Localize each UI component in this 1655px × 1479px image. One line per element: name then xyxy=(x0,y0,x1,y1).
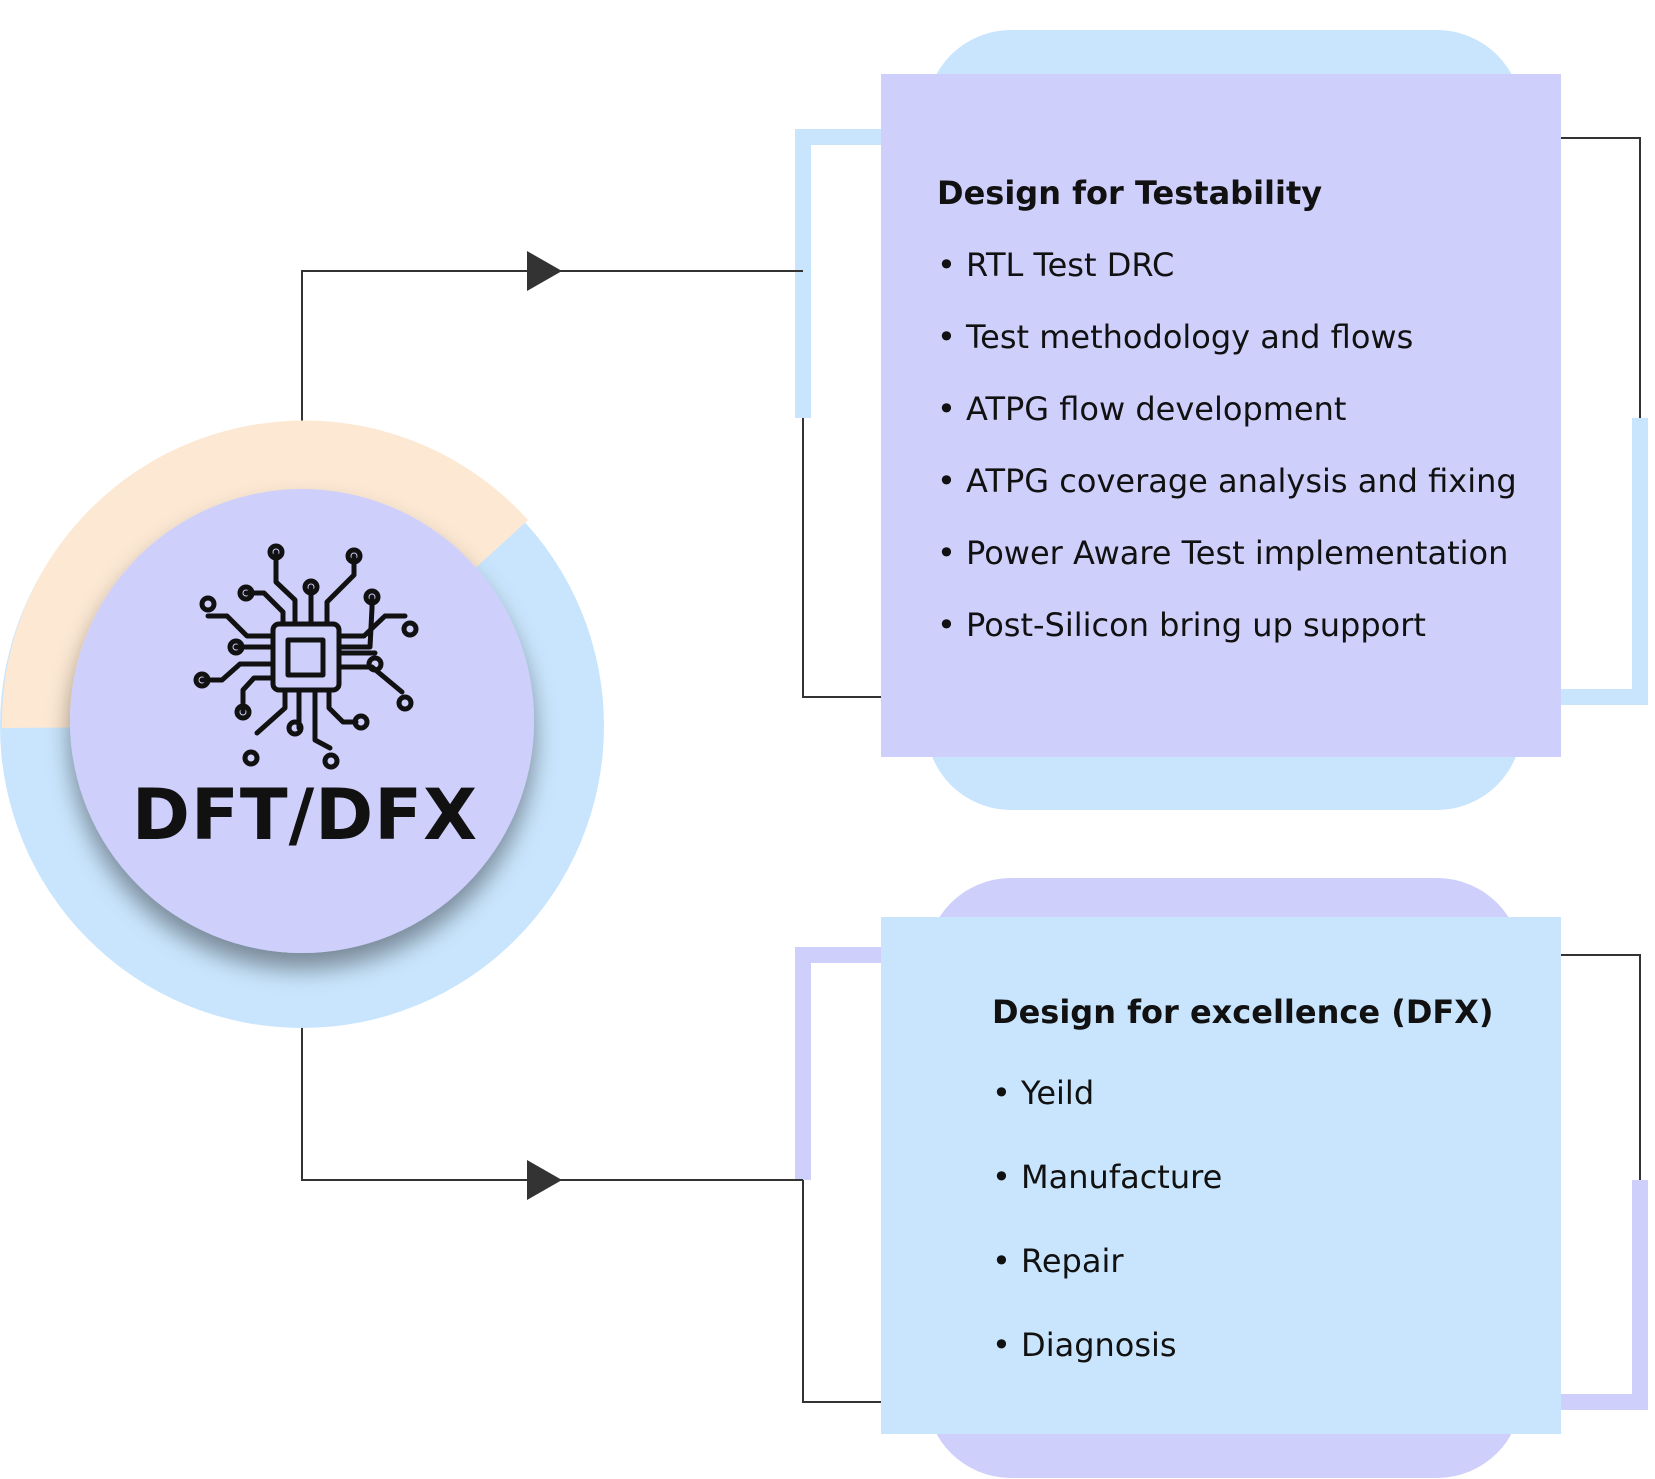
list-item: ATPG coverage analysis and fixing xyxy=(937,462,1517,534)
testability-panel: Design for Testability RTL Test DRC Test… xyxy=(881,74,1561,757)
list-item: RTL Test DRC xyxy=(937,246,1517,318)
top-right-bracket-accent xyxy=(1561,418,1648,705)
list-item: Manufacture xyxy=(992,1158,1222,1242)
top-right-bracket-line xyxy=(1561,137,1641,418)
testability-title: Design for Testability xyxy=(937,174,1323,212)
top-connector xyxy=(301,270,803,425)
list-item: Post-Silicon bring up support xyxy=(937,606,1517,678)
top-arrow-icon xyxy=(527,251,562,291)
excellence-list: Yeild Manufacture Repair Diagnosis xyxy=(992,1074,1222,1410)
list-item: Test methodology and flows xyxy=(937,318,1517,390)
list-item: Yeild xyxy=(992,1074,1222,1158)
bottom-left-bracket-line xyxy=(802,1180,881,1403)
testability-list: RTL Test DRC Test methodology and flows … xyxy=(937,246,1517,678)
bottom-arrow-icon xyxy=(527,1160,562,1200)
list-item: Diagnosis xyxy=(992,1326,1222,1410)
bottom-left-bracket-accent xyxy=(795,947,881,1180)
list-item: ATPG flow development xyxy=(937,390,1517,462)
bottom-connector xyxy=(301,1020,803,1181)
bottom-right-bracket-line xyxy=(1561,954,1641,1180)
top-left-bracket-accent xyxy=(795,129,881,418)
excellence-panel: Design for excellence (DFX) Yeild Manufa… xyxy=(881,917,1561,1434)
hub-title: DFT/DFX xyxy=(131,774,479,856)
microchip-icon xyxy=(193,543,419,770)
bottom-right-bracket-accent xyxy=(1561,1180,1648,1410)
top-left-bracket-line xyxy=(802,418,881,698)
hub-inner-circle xyxy=(70,489,534,953)
list-item: Power Aware Test implementation xyxy=(937,534,1517,606)
list-item: Repair xyxy=(992,1242,1222,1326)
excellence-title: Design for excellence (DFX) xyxy=(992,993,1494,1031)
